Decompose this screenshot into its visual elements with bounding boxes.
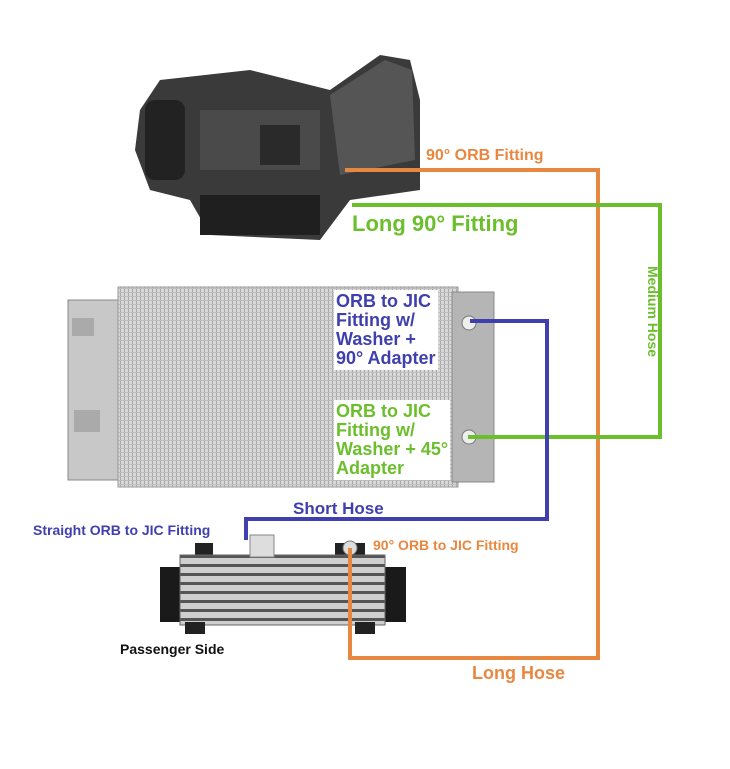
label-line: Washer + 45° <box>336 438 449 459</box>
short-hose-line <box>244 319 549 540</box>
long-hose-label: Long Hose <box>472 663 565 683</box>
cooler-image <box>160 534 406 634</box>
label-line: Fitting w/ <box>336 309 415 330</box>
passenger-side-label: Passenger Side <box>120 641 225 657</box>
transmission-image <box>135 55 420 240</box>
label-line: ORB to JIC <box>336 401 432 421</box>
label-line: Adapter <box>336 457 405 478</box>
medium-hose-line <box>352 203 662 439</box>
orb-90-fitting-label: 90° ORB Fitting <box>426 147 544 164</box>
upper-radiator-fitting-label: ORB to JIC Fitting w/ Washer + 90° Adapt… <box>334 290 438 370</box>
label-line: Washer + <box>336 328 416 349</box>
long-hose-line <box>345 168 600 660</box>
label-line: Fitting w/ <box>336 419 415 440</box>
straight-fitting-label: Straight ORB to JIC Fitting <box>33 522 211 538</box>
label-line: ORB to JIC <box>336 291 432 311</box>
label-line: 90° Adapter <box>336 347 436 368</box>
medium-hose-label: Medium Hose <box>645 266 661 358</box>
cooler-fitting-label: 90° ORB to JIC Fitting <box>373 537 519 553</box>
long-90-fitting-label: Long 90° Fitting <box>352 211 519 236</box>
short-hose-label: Short Hose <box>293 499 384 518</box>
lower-radiator-fitting-label: ORB to JIC Fitting w/ Washer + 45° Adapt… <box>334 400 451 480</box>
